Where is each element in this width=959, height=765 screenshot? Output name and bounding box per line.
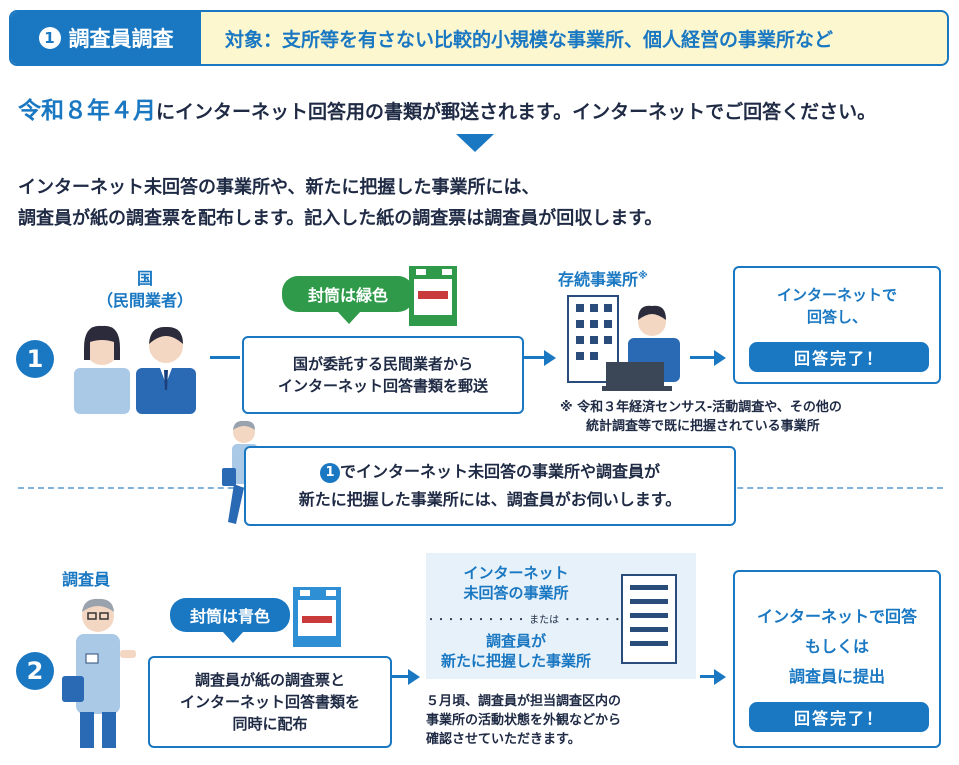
office-worker-icon <box>567 295 680 391</box>
survey-header: 1 調査員調査 対象：支所等を有さない比較的小規模な事業所、個人経営の事業所など <box>9 10 949 66</box>
target-business-panel: インターネット 未回答の事業所 ・・・・・・・・・・ または ・・・・・・・・・… <box>426 553 696 679</box>
answer-complete-badge: 回答完了！ <box>749 342 929 372</box>
intro-paragraph: インターネット未回答の事業所や、新たに把握した事業所には、 調査員が紙の調査票を… <box>18 172 662 234</box>
step-2-badge: 2 <box>16 652 54 690</box>
arrow-line <box>392 675 410 678</box>
blue-envelope-label: 封筒は青色 <box>170 598 290 632</box>
arrow-line <box>524 356 546 359</box>
header-target-text: 対象：支所等を有さない比較的小規模な事業所、個人経営の事業所など <box>225 28 834 51</box>
step-2-note-line-3: 確認させていただきます。 <box>426 732 581 747</box>
mail-line-2: インターネット回答書類を郵送 <box>277 377 488 395</box>
header-number-badge: 1 <box>38 27 61 49</box>
actor-line-2: （民間業者） <box>96 291 193 310</box>
step-1-note: ※ 令和３年経済センサス‐活動調査や、その他の 統計調査等で既に把握されている事… <box>560 398 842 436</box>
arrow-line <box>690 356 716 359</box>
dist-line-1: 調査員が紙の調査票と <box>194 671 345 689</box>
target-line-4: 新たに把握した事業所 <box>440 652 591 670</box>
company-label-mark: ※ <box>638 270 648 282</box>
header-title: 調査員調査 <box>68 27 174 51</box>
down-arrow-icon <box>456 134 494 152</box>
dist-line-3: 同時に配布 <box>232 715 308 733</box>
callout-tail <box>222 631 244 643</box>
step-2-note-line-1: ５月頃、調査員が担当調査区内の <box>426 694 622 709</box>
lead-date: 令和８年４月 <box>18 98 156 124</box>
arrow-right-icon <box>714 350 726 366</box>
business-people-icon <box>74 325 196 414</box>
target-line-2: 未回答の事業所 <box>463 584 569 602</box>
step-2-note-line-2: 事業所の活動状態を外観などから <box>426 713 622 728</box>
investigator-icon <box>62 598 136 748</box>
result-2-line-2: もしくは <box>804 637 869 656</box>
transition-line-2: 新たに把握した事業所には、調査員がお伺いします。 <box>298 490 682 509</box>
green-envelope-icon <box>409 266 457 326</box>
step-2-actor-label: 調査員 <box>62 570 111 589</box>
arrow-right-icon <box>544 350 556 366</box>
mail-delivery-box: 国が委託する民間業者から インターネット回答書類を郵送 <box>242 336 524 414</box>
transition-line-1-text: でインターネット未回答の事業所や調査員が <box>339 462 660 481</box>
target-line-1: インターネット <box>463 564 569 582</box>
answer-complete-badge-2: 回答完了！ <box>749 702 929 732</box>
transition-number-badge: 1 <box>319 462 340 483</box>
arrow-right-icon <box>408 669 420 685</box>
blue-envelope-icon <box>293 587 341 647</box>
green-envelope-label: 封筒は緑色 <box>282 276 414 312</box>
distribution-box: 調査員が紙の調査票と インターネット回答書類を 同時に配布 <box>148 656 392 748</box>
target-block-2: 調査員が 新たに把握した事業所 <box>426 631 606 671</box>
result-line-2: 回答し、 <box>806 308 867 326</box>
actor-line-1: 国 <box>136 269 153 288</box>
company-label: 存続事業所※ <box>558 266 648 290</box>
lead-body: にインターネット回答用の書類が郵送されます。インターネットでご回答ください。 <box>156 101 877 123</box>
target-line-3: 調査員が <box>485 632 546 650</box>
result-2-line-3: 調査員に提出 <box>788 667 885 686</box>
intro-line-2: 調査員が紙の調査票を配布します。記入した紙の調査票は調査員が回収します。 <box>18 208 663 229</box>
result-2-line-1: インターネットで回答 <box>756 607 917 626</box>
arrow-line <box>700 675 716 678</box>
step-1-actor-label: 国 （民間業者） <box>70 268 220 312</box>
step-2-note: ５月頃、調査員が担当調査区内の 事業所の活動状態を外観などから 確認させていただ… <box>426 692 621 749</box>
note-line-1: ※ 令和３年経済センサス‐活動調査や、その他の <box>560 400 842 415</box>
note-line-2: 統計調査等で既に把握されている事業所 <box>586 419 820 434</box>
callout-tail <box>337 311 361 324</box>
arrow-line <box>210 356 240 359</box>
target-block-1: インターネット 未回答の事業所 <box>426 563 606 603</box>
target-or-separator: ・・・・・・・・・・ または ・・・・・・・・・・ <box>426 615 663 626</box>
arrow-right-icon <box>714 669 726 685</box>
step-1-badge: 1 <box>16 340 54 378</box>
dist-line-2: インターネット回答書類を <box>179 693 360 711</box>
lead-text: 令和８年４月にインターネット回答用の書類が郵送されます。インターネットでご回答く… <box>18 91 876 125</box>
header-title-tab: 1 調査員調査 <box>11 12 201 64</box>
company-label-text: 存続事業所 <box>558 270 639 289</box>
office-building-icon <box>621 574 677 664</box>
result-line-1: インターネットで <box>776 286 897 304</box>
mail-line-1: 国が委託する民間業者から <box>292 355 473 373</box>
intro-line-1: インターネット未回答の事業所や、新たに把握した事業所には、 <box>18 177 540 198</box>
